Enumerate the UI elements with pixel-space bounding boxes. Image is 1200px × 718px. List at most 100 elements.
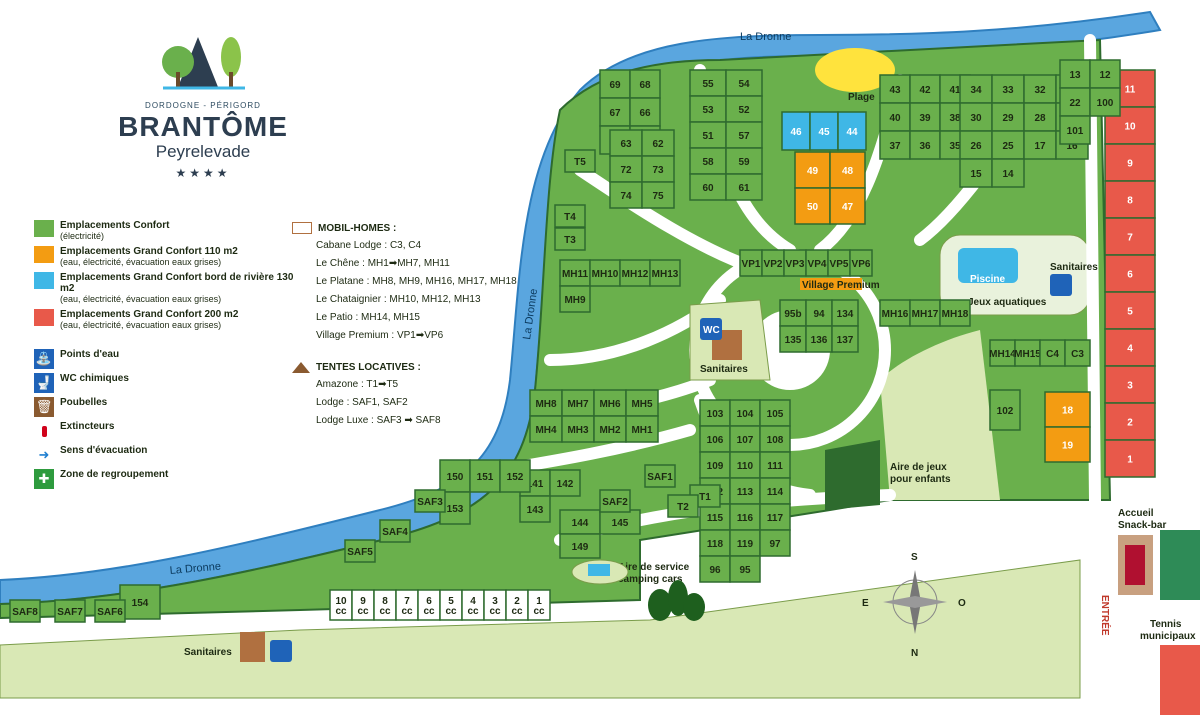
pitch-green: 29 <box>991 102 1025 132</box>
mobilhome-pitch-label: MH5 <box>631 399 653 410</box>
bin-icon: 🗑 <box>34 397 54 417</box>
mobilhome-pitch-label: MH16 <box>882 309 909 320</box>
pitch-red: 4 <box>1104 328 1156 367</box>
pitch-blue-label: 45 <box>818 127 830 138</box>
pitch-green-label: 94 <box>813 309 825 320</box>
pitch-green: 116 <box>729 503 761 531</box>
beach-label: Plage <box>848 92 875 103</box>
legend-label-water: Points d'eau <box>60 349 120 360</box>
pitch-orange: 47 <box>829 187 866 225</box>
mobilhome-pitch: VP4 <box>805 249 829 277</box>
legend-label-bins: Poubelles <box>60 397 108 408</box>
pitch-green-label: 53 <box>702 105 714 116</box>
pitch-green: 52 <box>725 95 763 123</box>
pitch-green-label: 111 <box>767 461 783 472</box>
pitch-green: 144 <box>559 509 601 535</box>
sanitaires-label-1: Sanitaires <box>700 364 748 375</box>
service-area-label-1: Aire de service <box>618 562 690 573</box>
pitch-green-label: 52 <box>738 105 750 116</box>
pitch-blue-label: 46 <box>790 127 802 138</box>
wc-label-central: WC <box>703 325 720 336</box>
legend-row-gc130: Emplacements Grand Confort bord de riviè… <box>34 272 304 305</box>
pitch-green: 108 <box>759 425 791 453</box>
pitch-orange-label: 18 <box>1062 406 1074 417</box>
sanitaires-label-2: Sanitaires <box>1050 262 1098 273</box>
pitch-green: 14 <box>991 158 1025 188</box>
pitch-green: 151 <box>469 459 501 493</box>
pitch-green-label: 61 <box>738 183 750 194</box>
cc-pitch: 9cc <box>351 589 375 621</box>
pitch-orange: 18 <box>1044 391 1091 428</box>
pitch-red: 2 <box>1104 402 1156 441</box>
river-label-bottom: La Dronne <box>169 561 221 577</box>
pitch-red-label: 8 <box>1127 196 1133 207</box>
pitch-green: 37 <box>879 130 911 160</box>
mobilhome-pitch: VP6 <box>849 249 873 277</box>
beach <box>815 48 895 92</box>
pitch-green-label: 117 <box>767 513 784 524</box>
tent-pitch: T4 <box>554 204 586 228</box>
pitch-green: 142 <box>549 469 581 497</box>
compass-e: E <box>862 598 869 609</box>
tent-pitch: SAF4 <box>379 519 411 543</box>
pitch-green-label: 96 <box>709 565 721 576</box>
pitch-green: 36 <box>909 130 941 160</box>
cc-pitch: 4cc <box>461 589 485 621</box>
legend-label-confort: Emplacements Confort <box>60 220 170 231</box>
pitch-green-label: 15 <box>970 169 982 180</box>
tent-pitch: SAF3 <box>414 489 446 513</box>
pitch-green-label: 57 <box>738 131 750 142</box>
pitch-green: 40 <box>879 102 911 132</box>
pitch-green-label: 34 <box>970 85 982 96</box>
pitch-green: 101 <box>1059 115 1091 145</box>
pitch-green-label: 151 <box>477 472 494 483</box>
pitch-green-label: 51 <box>702 131 714 142</box>
pitch-green: 152 <box>499 459 531 493</box>
mobilhome-pitch-label: MH13 <box>652 269 679 280</box>
camping-car-icon <box>588 564 610 576</box>
wc-badge-pool <box>1050 274 1072 296</box>
mobilhome-pitch: MH16 <box>879 299 911 327</box>
cc-pitch-label: 2 <box>514 596 520 607</box>
mobilhome-pitch-label: VP4 <box>808 259 827 270</box>
extinguisher-icon <box>34 421 54 441</box>
pitch-red-label: 6 <box>1127 270 1133 281</box>
pitch-green-label: 32 <box>1034 85 1046 96</box>
pitch-red: 5 <box>1104 291 1156 330</box>
pitch-green-label: 13 <box>1069 70 1081 81</box>
legend-swatch-gc130 <box>34 272 54 289</box>
pitch-green: 100 <box>1089 87 1121 117</box>
tent-icon <box>292 362 310 373</box>
pitch-green-label: 152 <box>507 472 524 483</box>
mobilhome-pitch-label: VP5 <box>830 259 849 270</box>
pitch-green: 32 <box>1023 74 1057 104</box>
cc-pitch: 2cc <box>505 589 529 621</box>
assembly-icon: ✚ <box>34 469 54 489</box>
tap-icon: ⛲ <box>34 349 54 369</box>
pitch-green-label: 136 <box>811 335 828 346</box>
pitch-orange: 48 <box>829 151 866 189</box>
pitch-green-label: 26 <box>970 141 982 152</box>
cc-pitch-label: 5 <box>448 596 454 607</box>
pitch-green: 114 <box>759 477 791 505</box>
pitch-green: 109 <box>699 451 731 479</box>
legend-sub-confort: (électricité) <box>60 231 105 241</box>
pitch-green-label: 60 <box>702 183 714 194</box>
mobilhomes-title: MOBIL-HOMES : <box>318 222 397 234</box>
service-area-label-2: camping cars <box>618 574 683 585</box>
pitch-green: 57 <box>725 121 763 149</box>
tent-pitch: SAF2 <box>599 489 631 513</box>
cc-pitch-label: cc <box>379 606 391 617</box>
compass-s: S <box>911 552 918 563</box>
tent-pitch-label: SAF6 <box>97 607 123 618</box>
legend-row-evac: ➜ Sens d'évacuation <box>34 445 304 465</box>
pitch-green-label: 107 <box>737 435 754 446</box>
tent-pitch-label: T2 <box>677 502 689 513</box>
pitch-green: 28 <box>1023 102 1057 132</box>
cc-pitch-label: 8 <box>382 596 388 607</box>
mobilhome-pitch-label: VP1 <box>742 259 761 270</box>
pitch-green: 118 <box>699 529 731 557</box>
tent-pitch-label: SAF5 <box>347 547 373 558</box>
